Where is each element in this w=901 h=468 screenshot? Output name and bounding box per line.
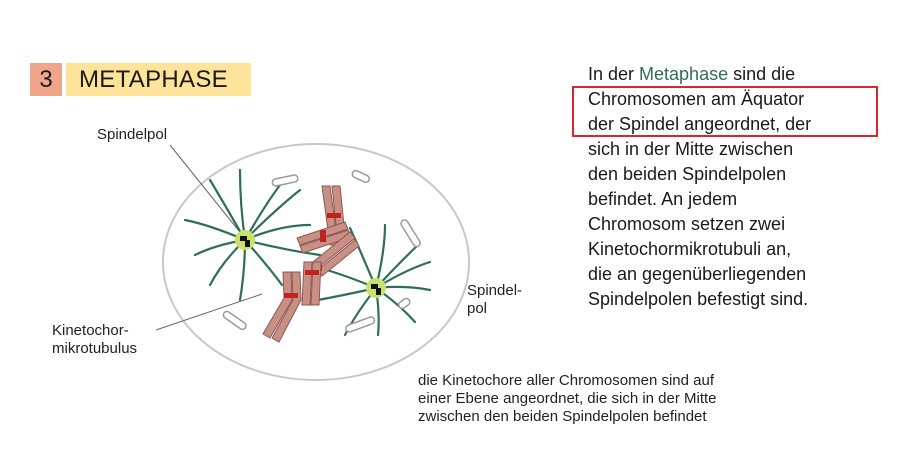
description-text: In der Metaphase sind die Chromosomen am… — [588, 62, 888, 312]
centrosome-left — [235, 230, 255, 250]
label-spindle-pole-right-line1: Spindel- — [467, 282, 523, 299]
centrosome-right — [366, 278, 386, 298]
cell-membrane — [162, 143, 470, 381]
caption-line-3: zwischen den beiden Spindelpolen befinde… — [418, 408, 707, 425]
description-line-3: der Spindel angeordnet, der — [588, 114, 812, 134]
description-line-4: sich in der Mitte zwischen — [588, 139, 794, 159]
description-line-8: Kinetochormikrotubuli an, — [588, 239, 792, 259]
label-kinetochore-microtubule: Kinetochor- mikrotubulus — [52, 322, 137, 358]
label-kinetochore-line2: mikrotubulus — [52, 340, 138, 357]
cell-organelles — [222, 169, 421, 333]
label-spindle-pole-top: Spindelpol — [97, 126, 168, 143]
description-line-5: den beiden Spindelpolen — [588, 164, 787, 184]
kinetochore-pointer — [155, 293, 263, 331]
highlight-box — [572, 86, 878, 137]
caption-line-2: einer Ebene angeordnet, die sich in der … — [418, 390, 717, 407]
section-number: 3 — [30, 63, 62, 96]
caption-text: die Kinetochore aller Chromosomen sind a… — [418, 372, 818, 426]
spindle-pole-pointer — [169, 144, 244, 237]
description-line-1: In der Metaphase sind die — [588, 64, 796, 84]
chromosome-lower-left — [262, 271, 302, 343]
description-line-9: die an gegenüberliegenden — [588, 264, 807, 284]
description-line-10: Spindelpolen befestigt sind. — [588, 289, 809, 309]
label-kinetochore-line1: Kinetochor- — [52, 322, 129, 339]
chromosome-lower-right — [301, 261, 322, 306]
term-metaphase: Metaphase — [639, 64, 729, 84]
label-spindle-pole-right-line2: pol — [467, 300, 488, 317]
label-spindle-pole-right: Spindel- pol — [467, 282, 522, 318]
description-line-2: Chromosomen am Äquator — [588, 89, 805, 109]
description-line-6: befindet. An jedem — [588, 189, 738, 209]
description-line-7: Chromosom setzen zwei — [588, 214, 786, 234]
caption-line-1: die Kinetochore aller Chromosomen sind a… — [418, 372, 714, 389]
section-title: METAPHASE — [66, 63, 251, 96]
